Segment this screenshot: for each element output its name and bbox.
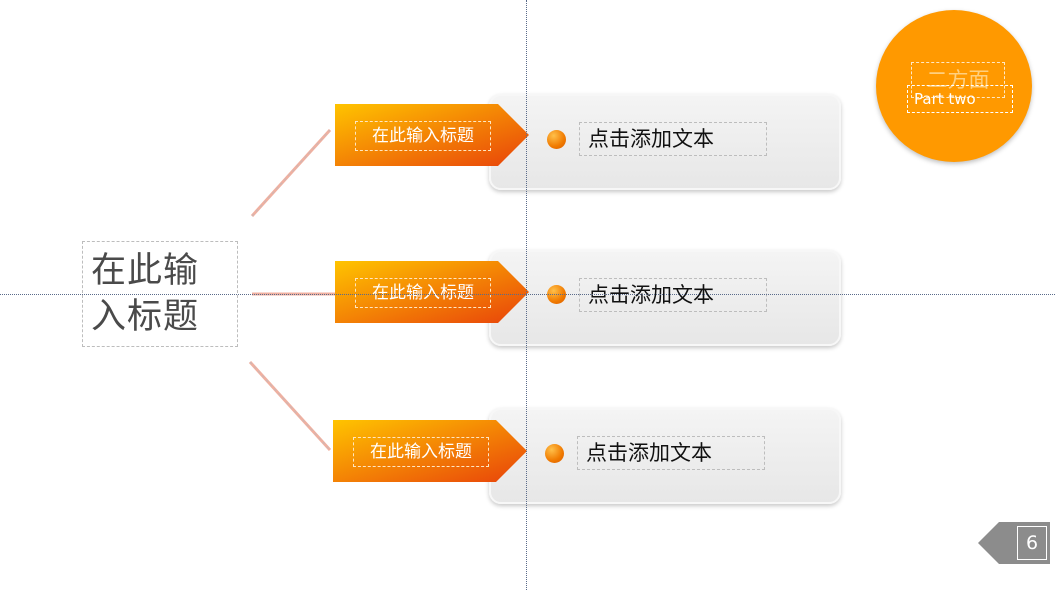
main-title-line2: 入标题 (91, 297, 200, 337)
main-title-box[interactable]: 在此输 入标题 (82, 241, 238, 347)
page-number: 6 (1017, 526, 1047, 560)
content-card-1[interactable] (489, 94, 841, 190)
section-badge-circle (876, 10, 1032, 162)
add-text-2[interactable]: 点击添加文本 (579, 278, 767, 312)
section-title[interactable]: 二方面 (911, 62, 1005, 98)
main-title-line1: 在此输 (91, 251, 200, 291)
vertical-guide-line (526, 0, 527, 590)
connector-lines (248, 128, 336, 452)
page-tab-arrow-shape (978, 522, 1050, 564)
tag-label-3[interactable]: 在此输入标题 (353, 437, 489, 467)
bullet-dot-icon (547, 130, 566, 149)
add-text-3[interactable]: 点击添加文本 (577, 436, 765, 470)
tag-label-2[interactable]: 在此输入标题 (355, 278, 491, 308)
title-tag-2[interactable]: 在此输入标题 (335, 261, 530, 323)
section-subtitle[interactable]: Part two (907, 85, 1013, 113)
title-tag-1[interactable]: 在此输入标题 (335, 104, 530, 166)
add-text-1[interactable]: 点击添加文本 (579, 122, 767, 156)
page-number-box: 6 (978, 522, 1050, 564)
tag-label-1[interactable]: 在此输入标题 (355, 121, 491, 151)
title-tag-3[interactable]: 在此输入标题 (333, 420, 528, 482)
horizontal-guide-line (0, 294, 1055, 295)
bullet-dot-icon (545, 444, 564, 463)
